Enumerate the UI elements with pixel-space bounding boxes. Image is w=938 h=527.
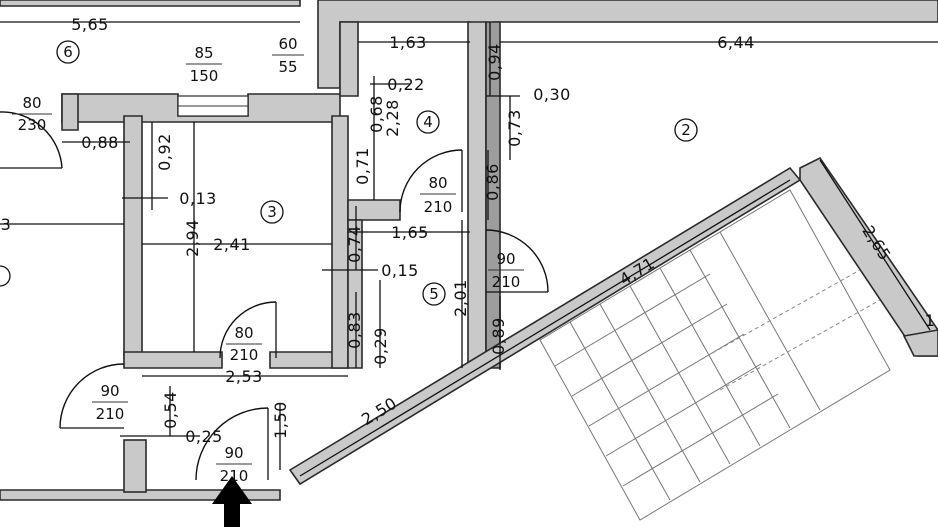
opening-90-210-c-bottom: 210	[220, 467, 249, 485]
wall-room5-left	[347, 219, 363, 369]
wall-pillar	[123, 439, 147, 493]
arrow-up-icon	[212, 476, 252, 527]
opening-labels: 85 150 60 55 80 230 80 210 90 210 80 210…	[12, 35, 524, 485]
opening-80-230-top: 80	[22, 94, 41, 112]
dim-1-63: 1,63	[389, 33, 427, 52]
opening-90-210-b-top: 90	[100, 382, 119, 400]
room-number-3: 3	[267, 203, 277, 221]
opening-90-210-c-top: 90	[224, 444, 243, 462]
opening-80-210-a-bottom: 210	[424, 198, 453, 216]
dim-0-29: 0,29	[371, 327, 390, 365]
dim-0-22: 0,22	[387, 75, 425, 94]
dim-0-13: 0,13	[179, 189, 217, 208]
wall-room3-left	[123, 115, 143, 359]
opening-80-230-bottom: 230	[18, 116, 47, 134]
wall-left-stub	[61, 93, 79, 131]
opening-60-55-top: 60	[278, 35, 297, 53]
dim-right-1: 1	[925, 311, 936, 330]
dim-0-30: 0,30	[533, 85, 571, 104]
dim-0-89: 0,89	[489, 317, 508, 355]
wall-right-edge	[902, 329, 938, 357]
dim-0-71: 0,71	[353, 147, 372, 185]
dim-0-83: 0,83	[345, 311, 364, 349]
dim-0-86: 0,86	[483, 163, 502, 201]
dim-5-65: 5,65	[71, 15, 109, 34]
dim-2-28: 2,28	[383, 99, 402, 137]
dim-2-41: 2,41	[213, 235, 251, 254]
opening-90-210-b-bottom: 210	[96, 405, 125, 423]
dim-0-74: 0,74	[345, 225, 364, 263]
dim-1-50: 1,50	[271, 401, 290, 439]
room-number-6: 6	[63, 43, 73, 61]
dim-2-53: 2,53	[225, 367, 263, 386]
dim-0-25: 0,25	[185, 427, 223, 446]
opening-60-55-bottom: 55	[278, 58, 297, 76]
opening-80-210-a-top: 80	[428, 174, 447, 192]
door-swings	[0, 111, 549, 481]
wall-room4-left	[339, 21, 359, 97]
dim-0-54: 0,54	[161, 391, 180, 429]
opening-80-210-b-bottom: 210	[230, 346, 259, 364]
staircase	[539, 189, 891, 521]
wall-top-left	[0, 0, 301, 7]
wall-room4-mid	[347, 199, 401, 221]
opening-80-210-b-top: 80	[234, 324, 253, 342]
dim-2-01: 2,01	[451, 279, 470, 317]
room-markers: 6 2 3 4 5	[0, 40, 698, 306]
dim-left-3: 3	[1, 215, 12, 234]
dim-1-65: 1,65	[391, 223, 429, 242]
dim-0-73: 0,73	[505, 109, 524, 147]
dim-0-15: 0,15	[381, 261, 419, 280]
opening-85-150-bottom: 150	[190, 67, 219, 85]
dim-0-68: 0,68	[367, 95, 386, 133]
opening-90-210-a-bottom: 210	[492, 273, 521, 291]
wall-bottom-left	[0, 489, 281, 501]
opening-90-210-a-top: 90	[496, 250, 515, 268]
dim-2-94: 2,94	[183, 219, 202, 257]
wall-room3-bottom	[123, 351, 223, 369]
opening-85-150-top: 85	[194, 44, 213, 62]
dim-0-92: 0,92	[155, 133, 174, 171]
dim-6-44: 6,44	[717, 33, 755, 52]
room-number-5: 5	[429, 285, 439, 303]
room-number-4: 4	[423, 113, 433, 131]
dimension-lines	[0, 21, 938, 477]
room-number-2: 2	[681, 121, 691, 139]
dim-0-88: 0,88	[81, 133, 119, 152]
wall-stair-right	[799, 156, 938, 357]
dim-0-94: 0,94	[485, 43, 504, 81]
